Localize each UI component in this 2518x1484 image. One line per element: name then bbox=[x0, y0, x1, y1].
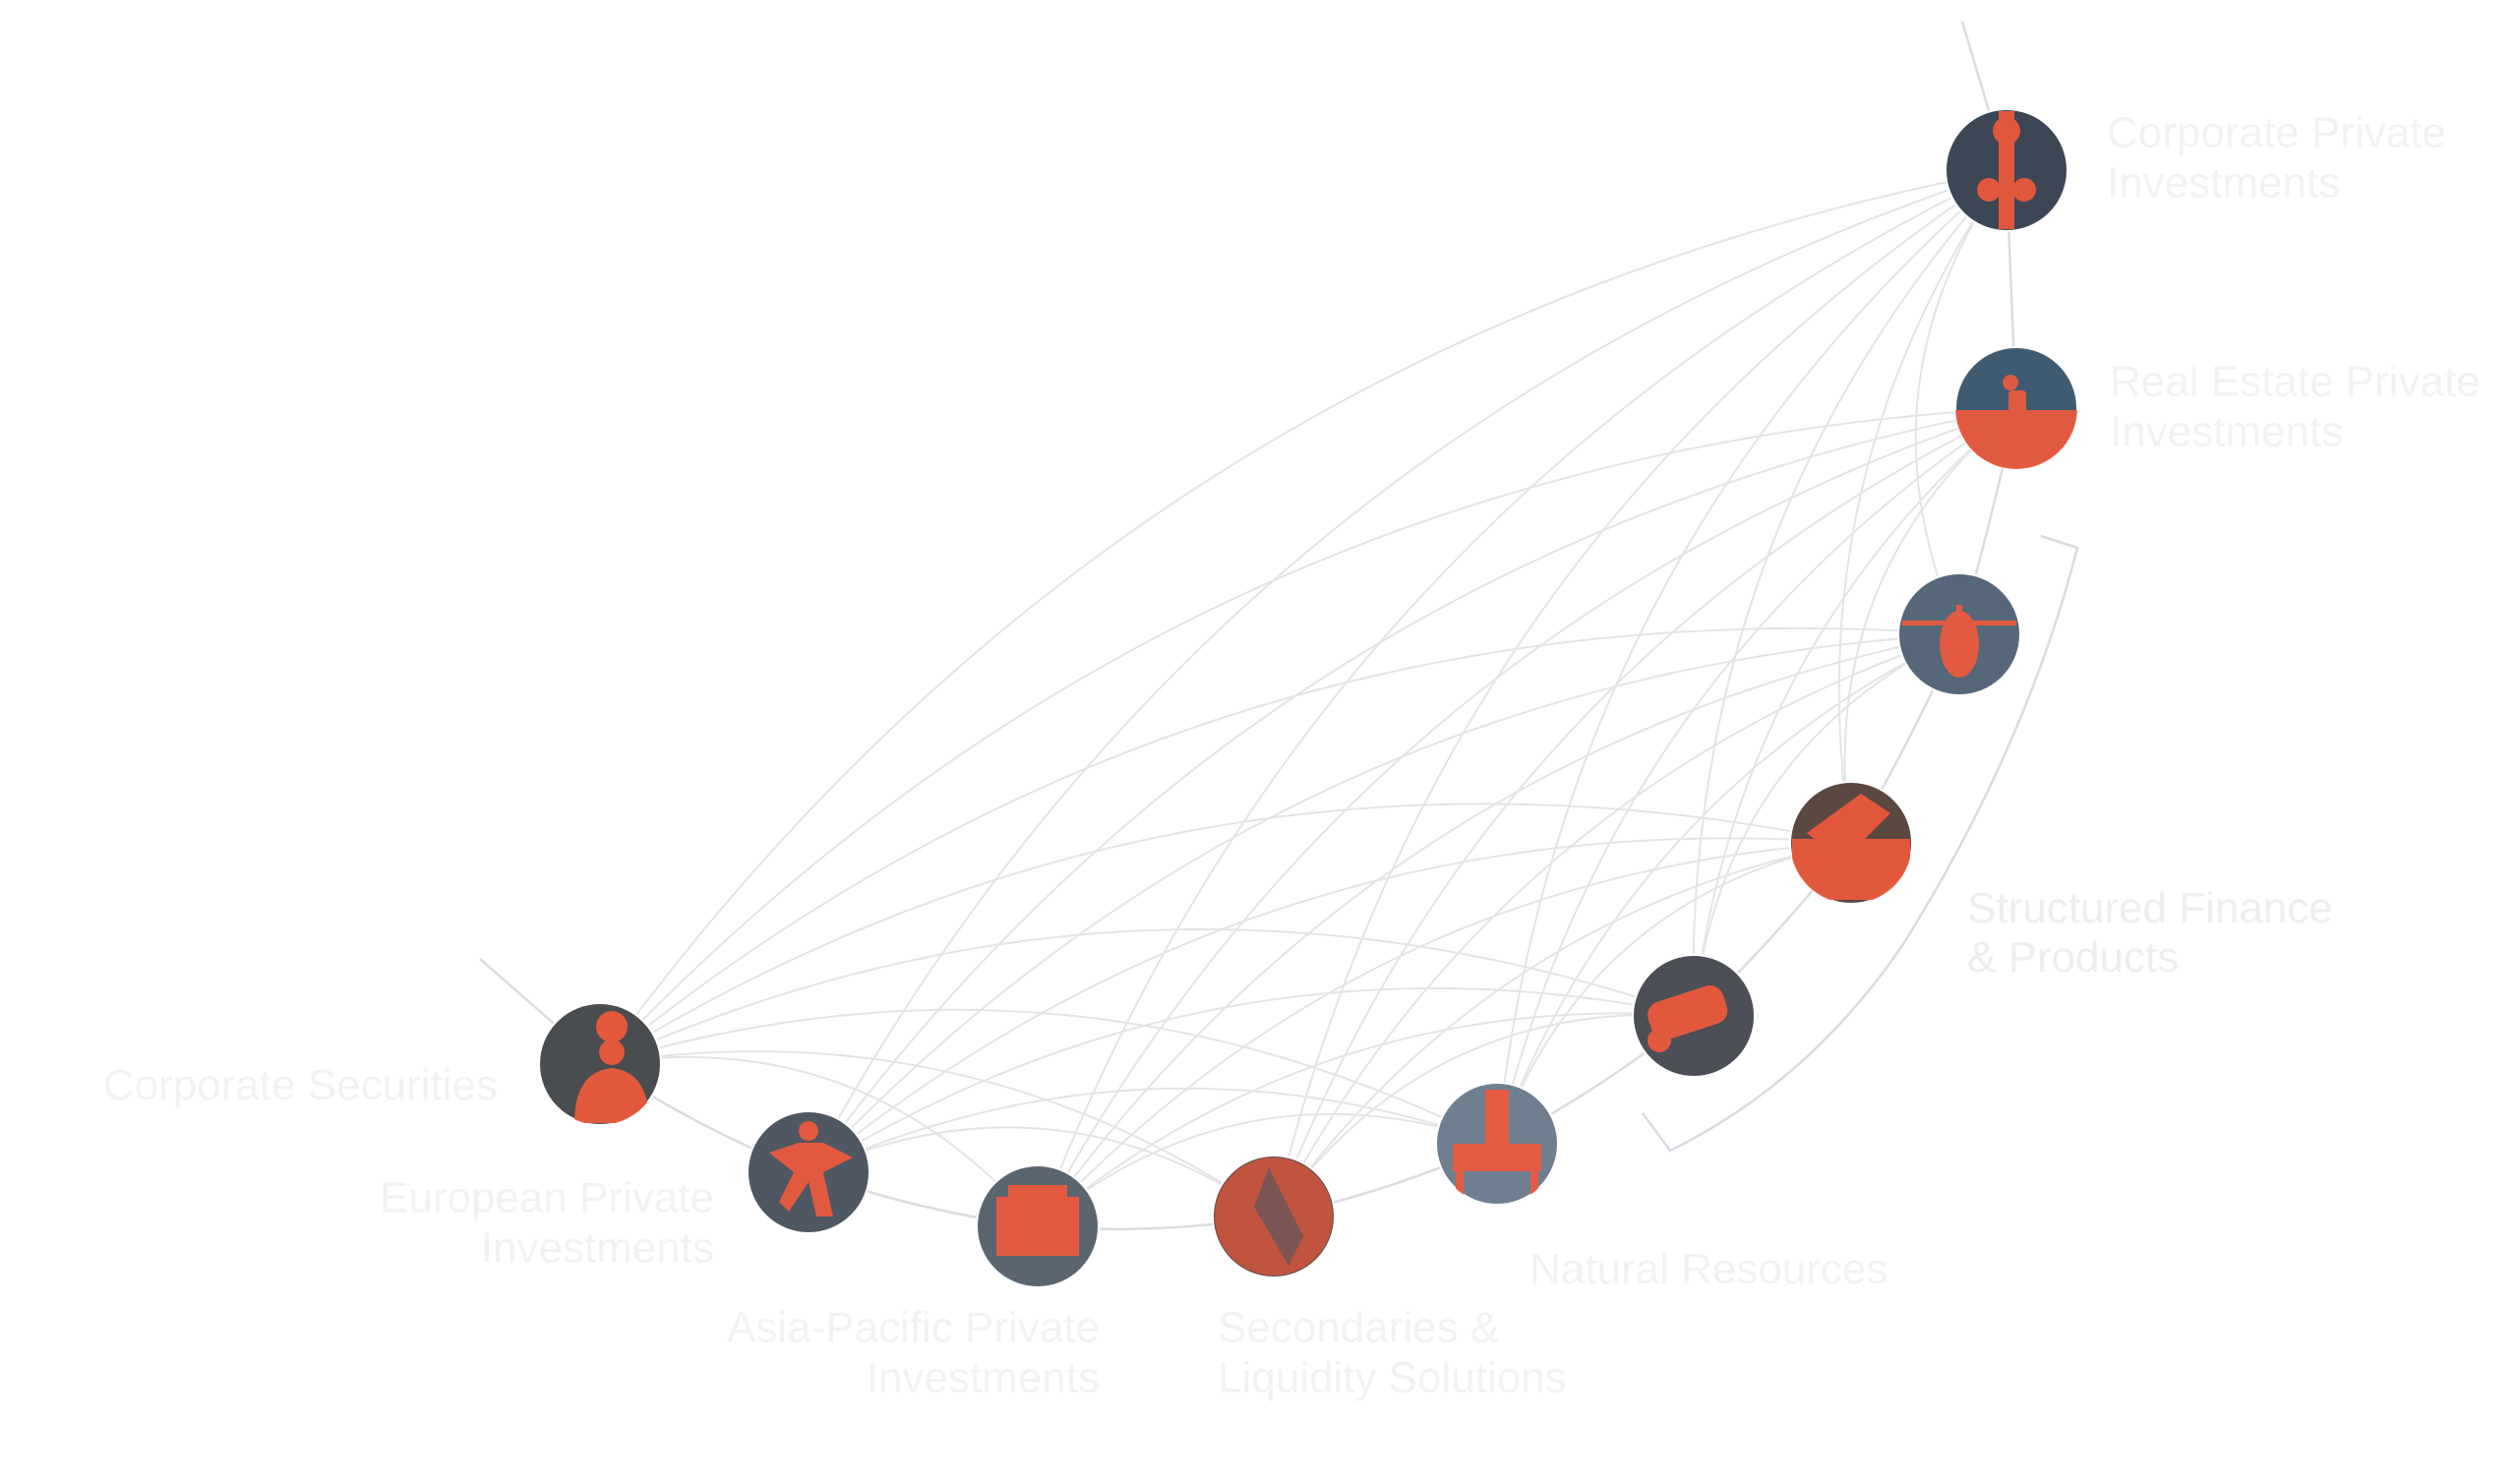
building-icon bbox=[996, 1185, 1079, 1256]
connector-line bbox=[1693, 407, 2017, 1017]
oil-rig-icon bbox=[1453, 1090, 1541, 1197]
node-secondaries-liquidity-solutions[interactable] bbox=[1212, 1155, 1336, 1278]
chef-icon bbox=[574, 1011, 649, 1123]
connector-line bbox=[599, 1055, 1039, 1227]
connector-line bbox=[1273, 407, 2017, 1217]
node-natural-resources[interactable] bbox=[1435, 1082, 1559, 1206]
connector-line bbox=[808, 986, 1695, 1173]
connector-line bbox=[1037, 842, 1852, 1227]
label-asia-pacific-private-investments-line-2: Investments bbox=[867, 1354, 1100, 1402]
telecom-tower-icon bbox=[1977, 111, 2036, 229]
connector-line bbox=[1496, 169, 2008, 1145]
connector-line bbox=[1837, 169, 2008, 844]
bracket-line bbox=[1641, 534, 2079, 1153]
connector-line bbox=[599, 626, 1960, 1065]
connector-line bbox=[599, 169, 2008, 1065]
node-asia-pacific-private-investments[interactable] bbox=[976, 1164, 1100, 1288]
connector-line bbox=[1693, 633, 1960, 1017]
connector-line bbox=[1037, 1112, 1498, 1227]
connector-line bbox=[1037, 1012, 1695, 1227]
connector-line bbox=[808, 1087, 1498, 1173]
bracket-label-line-1: Structured Finance bbox=[1967, 884, 2333, 932]
node-aviation[interactable] bbox=[1897, 572, 2021, 696]
label-european-private-investments-line-1: European Private bbox=[380, 1174, 714, 1222]
helicopter-icon bbox=[1902, 605, 2016, 678]
soccer-player-icon bbox=[769, 1121, 853, 1217]
connector-line bbox=[1037, 169, 2008, 1227]
connector-line bbox=[599, 407, 2017, 1065]
connector-lines bbox=[599, 169, 2017, 1227]
node-corporate-securities[interactable] bbox=[538, 1002, 662, 1126]
connector-line bbox=[1843, 407, 2017, 844]
handshake-icon bbox=[1215, 1158, 1333, 1276]
label-corporate-private-investments-line-1: Corporate Private bbox=[2107, 109, 2446, 157]
connector-line bbox=[1273, 1013, 1695, 1217]
connector-line bbox=[1692, 169, 2008, 1017]
node-european-private-investments[interactable] bbox=[747, 1110, 870, 1234]
label-corporate-private-investments-line-2: Investments bbox=[2107, 159, 2340, 208]
connector-line bbox=[808, 407, 2017, 1173]
connector-line bbox=[808, 169, 2008, 1173]
rim-arc bbox=[479, 21, 2018, 1231]
connector-line bbox=[808, 1126, 1275, 1217]
structured-finance-bracket: Structured Finance & Products bbox=[1641, 534, 2333, 1153]
node-consumer[interactable] bbox=[1632, 954, 1756, 1078]
node-structured-finance-products[interactable] bbox=[1789, 781, 1913, 905]
label-secondaries-liquidity-solutions-line-1: Secondaries & bbox=[1218, 1304, 1499, 1352]
connector-line bbox=[599, 1008, 1498, 1145]
connector-line bbox=[1037, 407, 2017, 1227]
connector-line bbox=[599, 1050, 1275, 1217]
connector-line bbox=[1037, 633, 1960, 1227]
connector-line bbox=[599, 802, 1852, 1065]
connector-line bbox=[1273, 842, 1852, 1217]
car-key-icon bbox=[1648, 985, 1728, 1052]
label-european-private-investments-line-2: Investments bbox=[481, 1224, 714, 1273]
label-asia-pacific-private-investments-line-1: Asia-Pacific Private bbox=[727, 1304, 1100, 1352]
label-real-estate-private-investments-line-2: Investments bbox=[2110, 408, 2343, 456]
bracket-label-line-2: & Products bbox=[1967, 933, 2179, 981]
connector-line bbox=[1914, 169, 2008, 635]
connector-line bbox=[599, 928, 1695, 1065]
node-real-estate-private-investments[interactable] bbox=[1954, 346, 2078, 470]
label-real-estate-private-investments-line-1: Real Estate Private bbox=[2110, 358, 2481, 406]
rim-line bbox=[479, 21, 2018, 1231]
connector-line bbox=[1496, 407, 2017, 1145]
label-secondaries-liquidity-solutions-line-2: Liquidity Solutions bbox=[1218, 1354, 1567, 1402]
node-corporate-private-investments[interactable] bbox=[1945, 108, 2068, 232]
connector-line bbox=[1273, 169, 2008, 1217]
node-circles bbox=[538, 108, 2078, 1288]
connector-line bbox=[1496, 633, 1960, 1145]
label-natural-resources-line-1: Natural Resources bbox=[1529, 1245, 1888, 1293]
connector-line bbox=[1496, 842, 1852, 1145]
connector-line bbox=[1273, 633, 1960, 1217]
label-corporate-securities-line-1: Corporate Securities bbox=[103, 1061, 498, 1109]
connector-line bbox=[808, 633, 1960, 1173]
